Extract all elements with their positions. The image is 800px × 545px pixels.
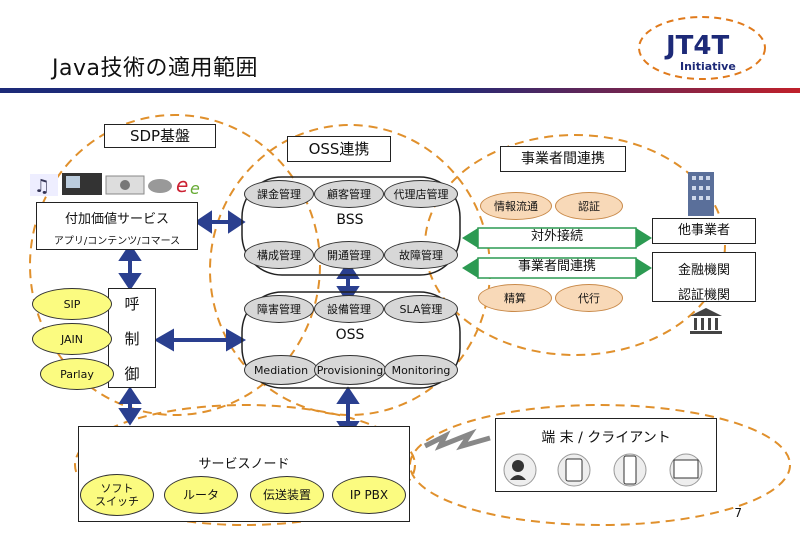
interop-settlement: 精算 xyxy=(478,284,552,312)
router: ルータ xyxy=(164,476,238,514)
auth-org-label: 認証機関 xyxy=(677,288,730,303)
svg-text:♫: ♫ xyxy=(34,176,50,197)
service-node-region xyxy=(74,404,416,526)
oss-mediation: Mediation xyxy=(244,355,318,385)
media-player-icon xyxy=(62,173,102,195)
protocol-sip: SIP xyxy=(32,288,112,320)
oss-sla: SLA管理 xyxy=(384,295,458,323)
soft-switch-line2: スイッチ xyxy=(95,495,139,508)
bss-activation: 開通管理 xyxy=(314,241,384,269)
ip-pbx: IP PBX xyxy=(332,476,406,514)
protocol-jain: JAIN xyxy=(32,323,112,355)
bss-billing: 課金管理 xyxy=(244,180,314,208)
value-added-services-box: 付加価値サービス アプリ/コンテンツ/コマース xyxy=(36,202,198,250)
sdp-header: SDP基盤 xyxy=(104,124,216,148)
game-controller-icon xyxy=(148,179,172,193)
cell-phone-icon xyxy=(613,453,647,487)
oss-monitoring: Monitoring xyxy=(384,355,458,385)
logo-main-text: JT4T xyxy=(664,31,730,61)
soft-switch: ソフト スイッチ xyxy=(80,474,154,516)
person-icon xyxy=(503,453,537,487)
bss-band xyxy=(241,176,461,276)
bank-icon xyxy=(688,306,724,336)
interop-info-distribution: 情報流通 xyxy=(480,192,552,220)
call-control-char-1: 呼 xyxy=(124,295,140,313)
terminal-label: 端 末 / クライアント xyxy=(541,430,671,446)
finance-label: 金融機関 xyxy=(677,263,730,278)
lightning-cloud-icon xyxy=(423,428,491,451)
terminal-region xyxy=(409,404,791,526)
arrow-vas-bss xyxy=(194,210,246,234)
oss-failure: 障害管理 xyxy=(244,295,314,323)
other-carrier-box: 他事業者 xyxy=(652,218,756,244)
bss-label: BSS xyxy=(336,212,364,228)
arrow-call-node xyxy=(118,386,142,426)
title-divider xyxy=(0,88,800,93)
bss-agency: 代理店管理 xyxy=(384,180,458,208)
page-number: 7 xyxy=(734,506,742,520)
interop-proxy: 代行 xyxy=(555,284,623,312)
tv-monitor-icon xyxy=(669,453,703,487)
oss-equipment: 設備管理 xyxy=(314,295,384,323)
call-control-char-2: 制 xyxy=(124,330,140,348)
arrow-call-oss xyxy=(153,328,247,352)
external-connection-label: 対外接続 xyxy=(530,229,583,244)
soft-switch-line1: ソフト xyxy=(100,482,134,495)
arrow-bss-oss xyxy=(336,261,360,304)
service-node-label: サービスノード xyxy=(198,457,290,472)
bss-fault: 故障管理 xyxy=(384,241,458,269)
oss-label: OSS xyxy=(335,327,365,343)
arrow-vas-call xyxy=(118,243,142,291)
interop-header: 事業者間連携 xyxy=(500,146,626,172)
sdp-region xyxy=(29,114,321,416)
mobile-phone-icon xyxy=(557,453,591,487)
call-control-char-3: 御 xyxy=(124,365,140,383)
inter-carrier-label: 事業者間連携 xyxy=(517,259,596,274)
svg-text:e: e xyxy=(176,173,188,197)
page-title: Java技術の適用範囲 xyxy=(52,56,258,81)
music-note-icon: ♫ xyxy=(30,174,58,197)
bss-customer: 顧客管理 xyxy=(314,180,384,208)
terminal-icons-row xyxy=(502,450,712,490)
protocol-parlay: Parlay xyxy=(40,358,114,390)
jt4t-logo: JT4T Initiative xyxy=(636,14,768,82)
photo-icon xyxy=(105,175,145,195)
call-control-box: 呼 制 御 xyxy=(108,288,156,388)
interop-arrows xyxy=(462,227,652,279)
value-added-sub: アプリ/コンテンツ/コマース xyxy=(53,236,181,247)
value-added-title: 付加価値サービス xyxy=(64,212,169,227)
oss-link-header: OSS連携 xyxy=(287,136,391,162)
transmission-equipment: 伝送装置 xyxy=(250,476,324,514)
oss-provisioning: Provisioning xyxy=(314,355,386,385)
interop-authentication: 認証 xyxy=(555,192,623,220)
finance-auth-box: 金融機関 認証機関 xyxy=(652,252,756,303)
bss-configuration: 構成管理 xyxy=(244,241,314,269)
logo-sub-text: Initiative xyxy=(680,60,736,73)
building-icon xyxy=(676,168,726,218)
oss-band xyxy=(241,291,461,389)
svg-text:e: e xyxy=(190,179,200,198)
